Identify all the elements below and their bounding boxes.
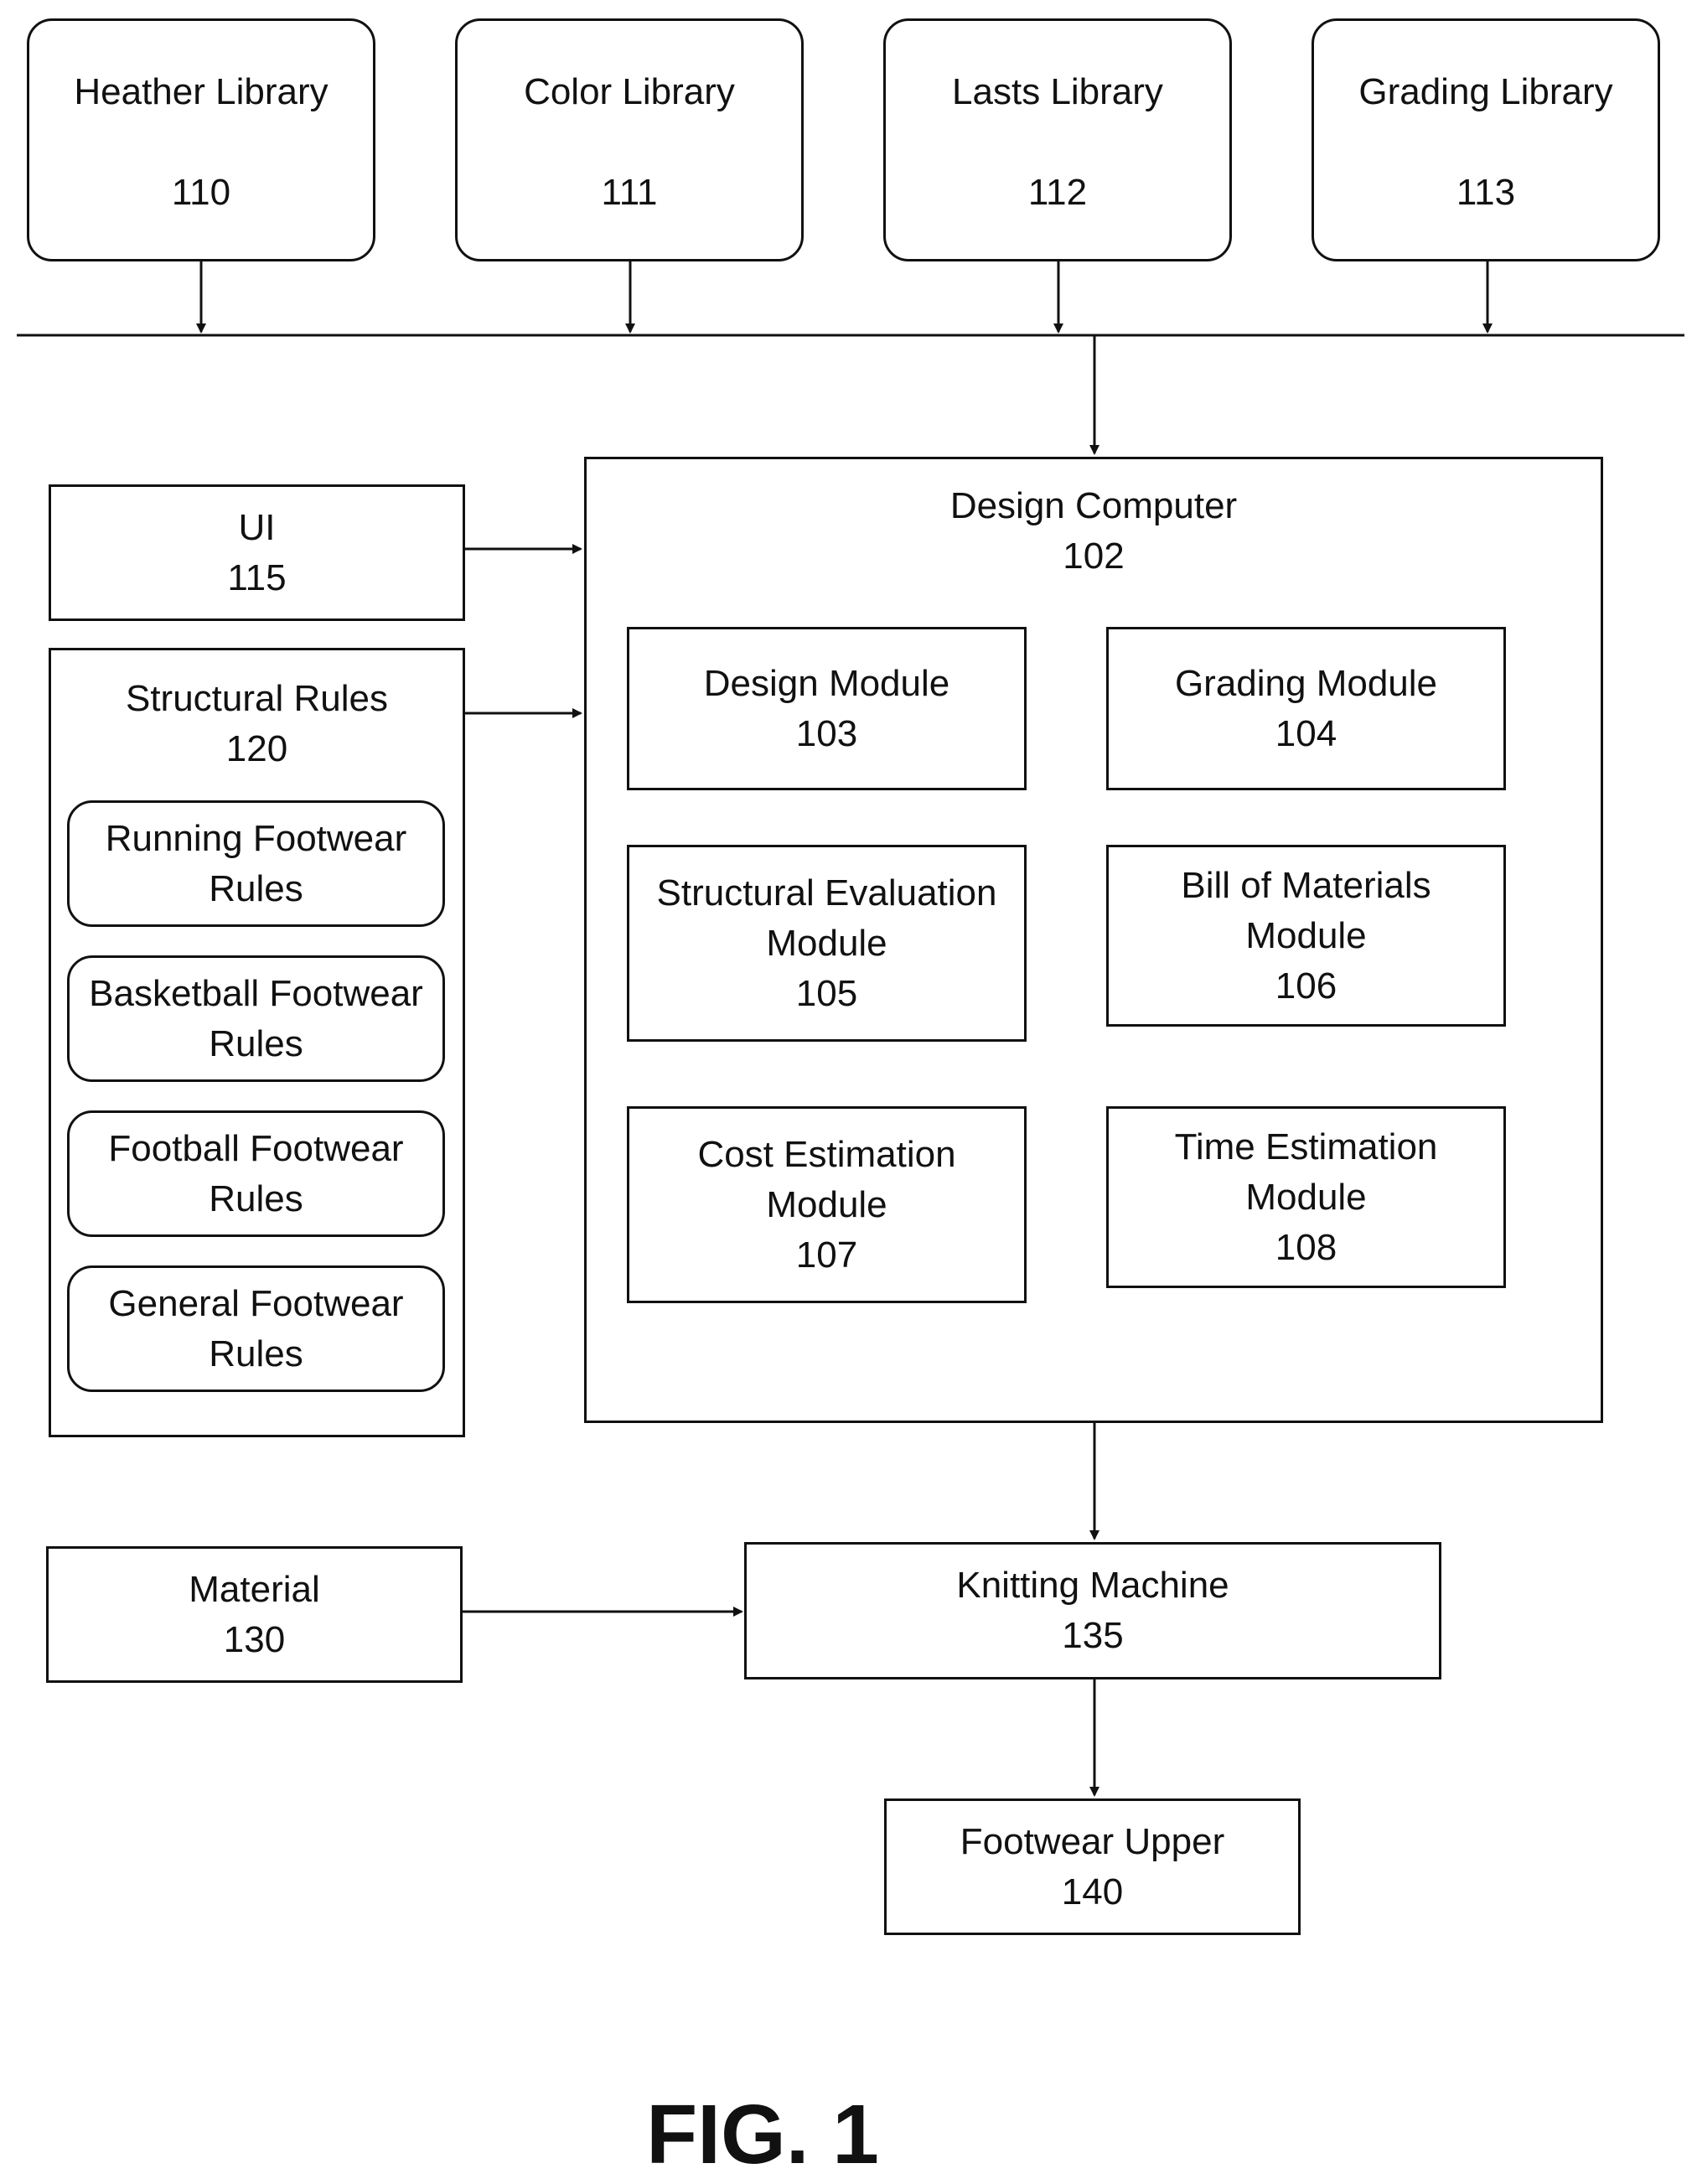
time-estimation-module-line2: Module bbox=[1245, 1172, 1366, 1223]
lasts-library-box: Lasts Library 112 bbox=[883, 18, 1232, 261]
color-library-label: Color Library bbox=[524, 67, 735, 117]
ui-label: UI bbox=[239, 503, 276, 553]
material-number: 130 bbox=[224, 1615, 285, 1665]
heather-library-box: Heather Library 110 bbox=[27, 18, 375, 261]
knitting-machine-number: 135 bbox=[1062, 1611, 1123, 1661]
footwear-upper-number: 140 bbox=[1062, 1867, 1123, 1917]
football-footwear-rules-line2: Rules bbox=[209, 1174, 303, 1224]
structural-evaluation-module-number: 105 bbox=[796, 969, 857, 1019]
cost-estimation-module-line1: Cost Estimation bbox=[697, 1130, 955, 1180]
heather-library-number: 110 bbox=[172, 168, 230, 218]
design-computer-label: Design Computer bbox=[950, 481, 1237, 531]
grading-library-box: Grading Library 113 bbox=[1312, 18, 1660, 261]
time-estimation-module-number: 108 bbox=[1275, 1223, 1337, 1273]
design-module-number: 103 bbox=[796, 709, 857, 759]
footwear-upper-box: Footwear Upper 140 bbox=[884, 1798, 1301, 1935]
cost-estimation-module-line2: Module bbox=[766, 1180, 887, 1230]
color-library-number: 111 bbox=[602, 168, 658, 218]
knitting-machine-label: Knitting Machine bbox=[956, 1560, 1229, 1611]
material-box: Material 130 bbox=[46, 1546, 463, 1683]
football-footwear-rules-line1: Football Footwear bbox=[108, 1124, 403, 1174]
lasts-library-number: 112 bbox=[1028, 168, 1087, 218]
grading-library-label: Grading Library bbox=[1358, 67, 1612, 117]
footwear-upper-label: Footwear Upper bbox=[960, 1817, 1224, 1867]
design-module-label: Design Module bbox=[704, 659, 950, 709]
ui-number: 115 bbox=[227, 553, 286, 603]
running-footwear-rules: Running Footwear Rules bbox=[67, 800, 445, 927]
bill-of-materials-module: Bill of Materials Module 106 bbox=[1106, 845, 1506, 1027]
general-footwear-rules-line2: Rules bbox=[209, 1329, 303, 1379]
grading-module-number: 104 bbox=[1275, 709, 1337, 759]
heather-library-label: Heather Library bbox=[74, 67, 328, 117]
structural-evaluation-module-line2: Module bbox=[766, 919, 887, 969]
time-estimation-module-line1: Time Estimation bbox=[1175, 1122, 1438, 1172]
general-footwear-rules-line1: General Footwear bbox=[108, 1279, 403, 1329]
football-footwear-rules: Football Footwear Rules bbox=[67, 1110, 445, 1237]
lasts-library-label: Lasts Library bbox=[952, 67, 1163, 117]
knitting-machine-box: Knitting Machine 135 bbox=[744, 1542, 1441, 1679]
structural-rules-number: 120 bbox=[226, 724, 287, 774]
structural-rules-label: Structural Rules bbox=[126, 674, 388, 724]
structural-evaluation-module: Structural Evaluation Module 105 bbox=[627, 845, 1027, 1042]
color-library-box: Color Library 111 bbox=[455, 18, 804, 261]
structural-evaluation-module-line1: Structural Evaluation bbox=[657, 868, 997, 919]
grading-module: Grading Module 104 bbox=[1106, 627, 1506, 790]
bill-of-materials-module-line2: Module bbox=[1245, 911, 1366, 961]
grading-library-number: 113 bbox=[1456, 168, 1515, 218]
material-label: Material bbox=[189, 1565, 320, 1615]
running-footwear-rules-line2: Rules bbox=[209, 864, 303, 914]
running-footwear-rules-line1: Running Footwear bbox=[106, 814, 407, 864]
bill-of-materials-module-number: 106 bbox=[1275, 961, 1337, 1012]
ui-box: UI 115 bbox=[49, 484, 465, 621]
basketball-footwear-rules-line2: Rules bbox=[209, 1019, 303, 1069]
cost-estimation-module-number: 107 bbox=[796, 1230, 857, 1281]
design-module: Design Module 103 bbox=[627, 627, 1027, 790]
basketball-footwear-rules-line1: Basketball Footwear bbox=[89, 969, 423, 1019]
general-footwear-rules: General Footwear Rules bbox=[67, 1265, 445, 1392]
time-estimation-module: Time Estimation Module 108 bbox=[1106, 1106, 1506, 1288]
basketball-footwear-rules: Basketball Footwear Rules bbox=[67, 955, 445, 1082]
design-computer-number: 102 bbox=[1063, 531, 1124, 582]
cost-estimation-module: Cost Estimation Module 107 bbox=[627, 1106, 1027, 1303]
figure-label: FIG. 1 bbox=[587, 2087, 939, 2183]
grading-module-label: Grading Module bbox=[1175, 659, 1437, 709]
bill-of-materials-module-line1: Bill of Materials bbox=[1181, 861, 1431, 911]
